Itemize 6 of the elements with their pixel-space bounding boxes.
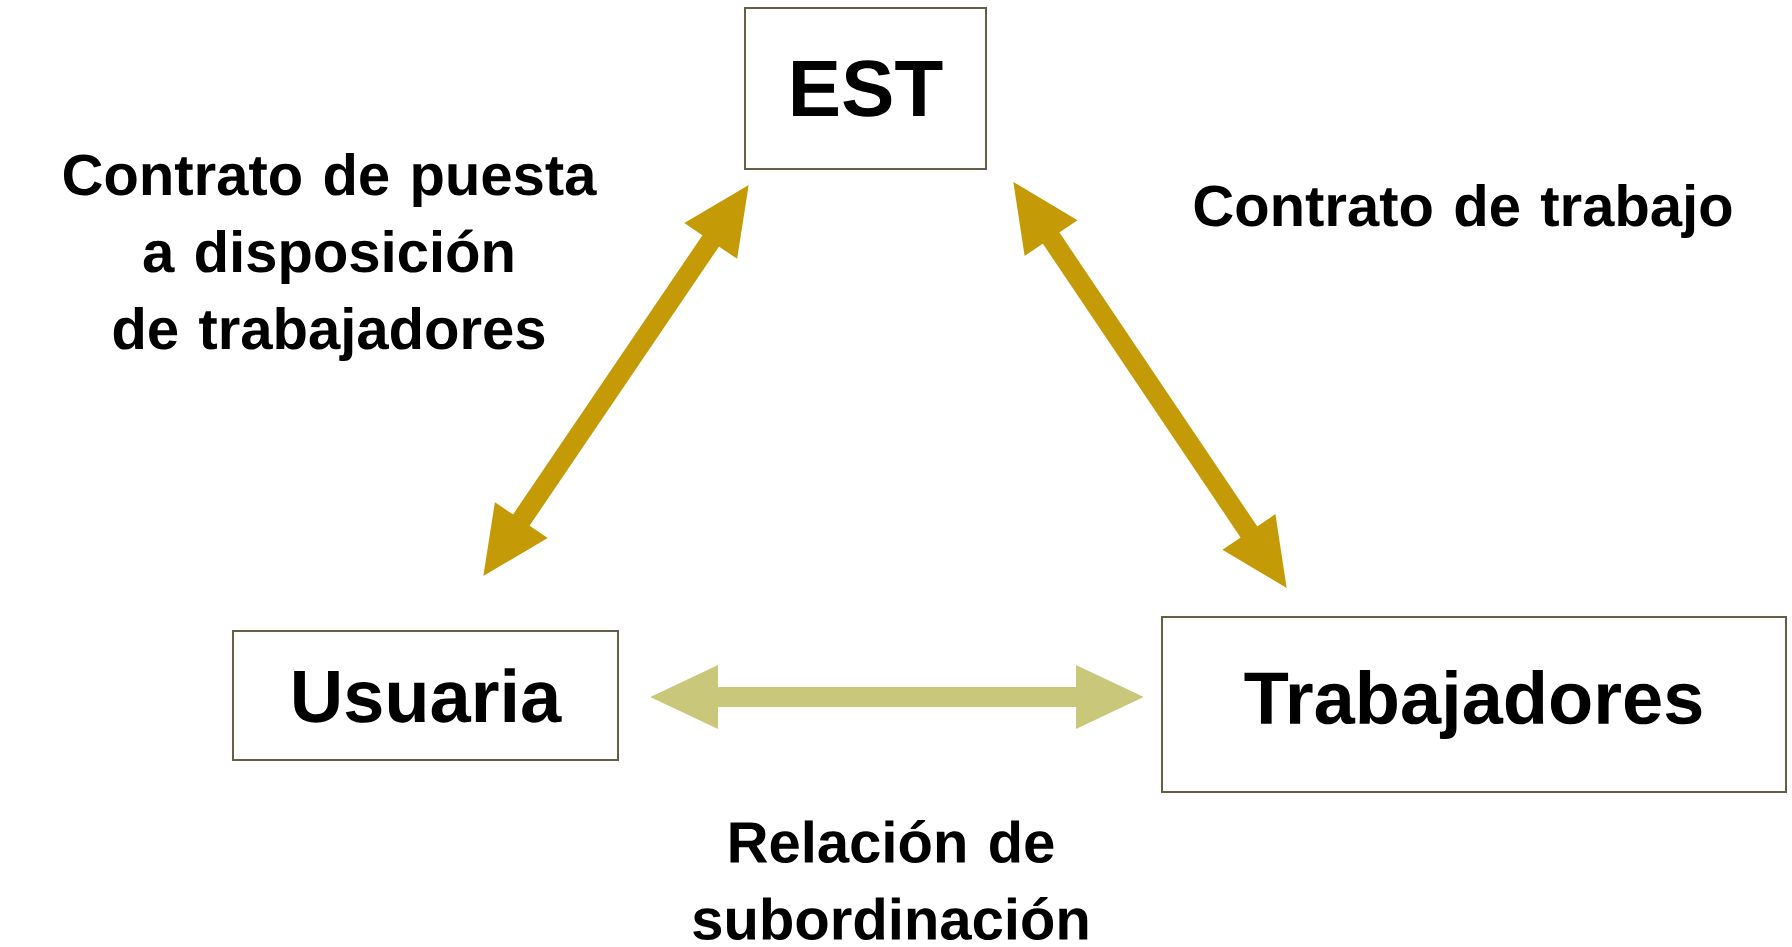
edge-label: Contrato de trabajo — [1194, 183, 1732, 238]
label-box: EST — [744, 7, 987, 170]
label-box: Trabajadores — [1161, 616, 1787, 793]
label-box: Usuaria — [232, 630, 619, 761]
edge-label: Relación de subordinación — [693, 819, 1088, 941]
edge-label: Contrato de puesta a disposición de trabajadores — [63, 152, 597, 361]
